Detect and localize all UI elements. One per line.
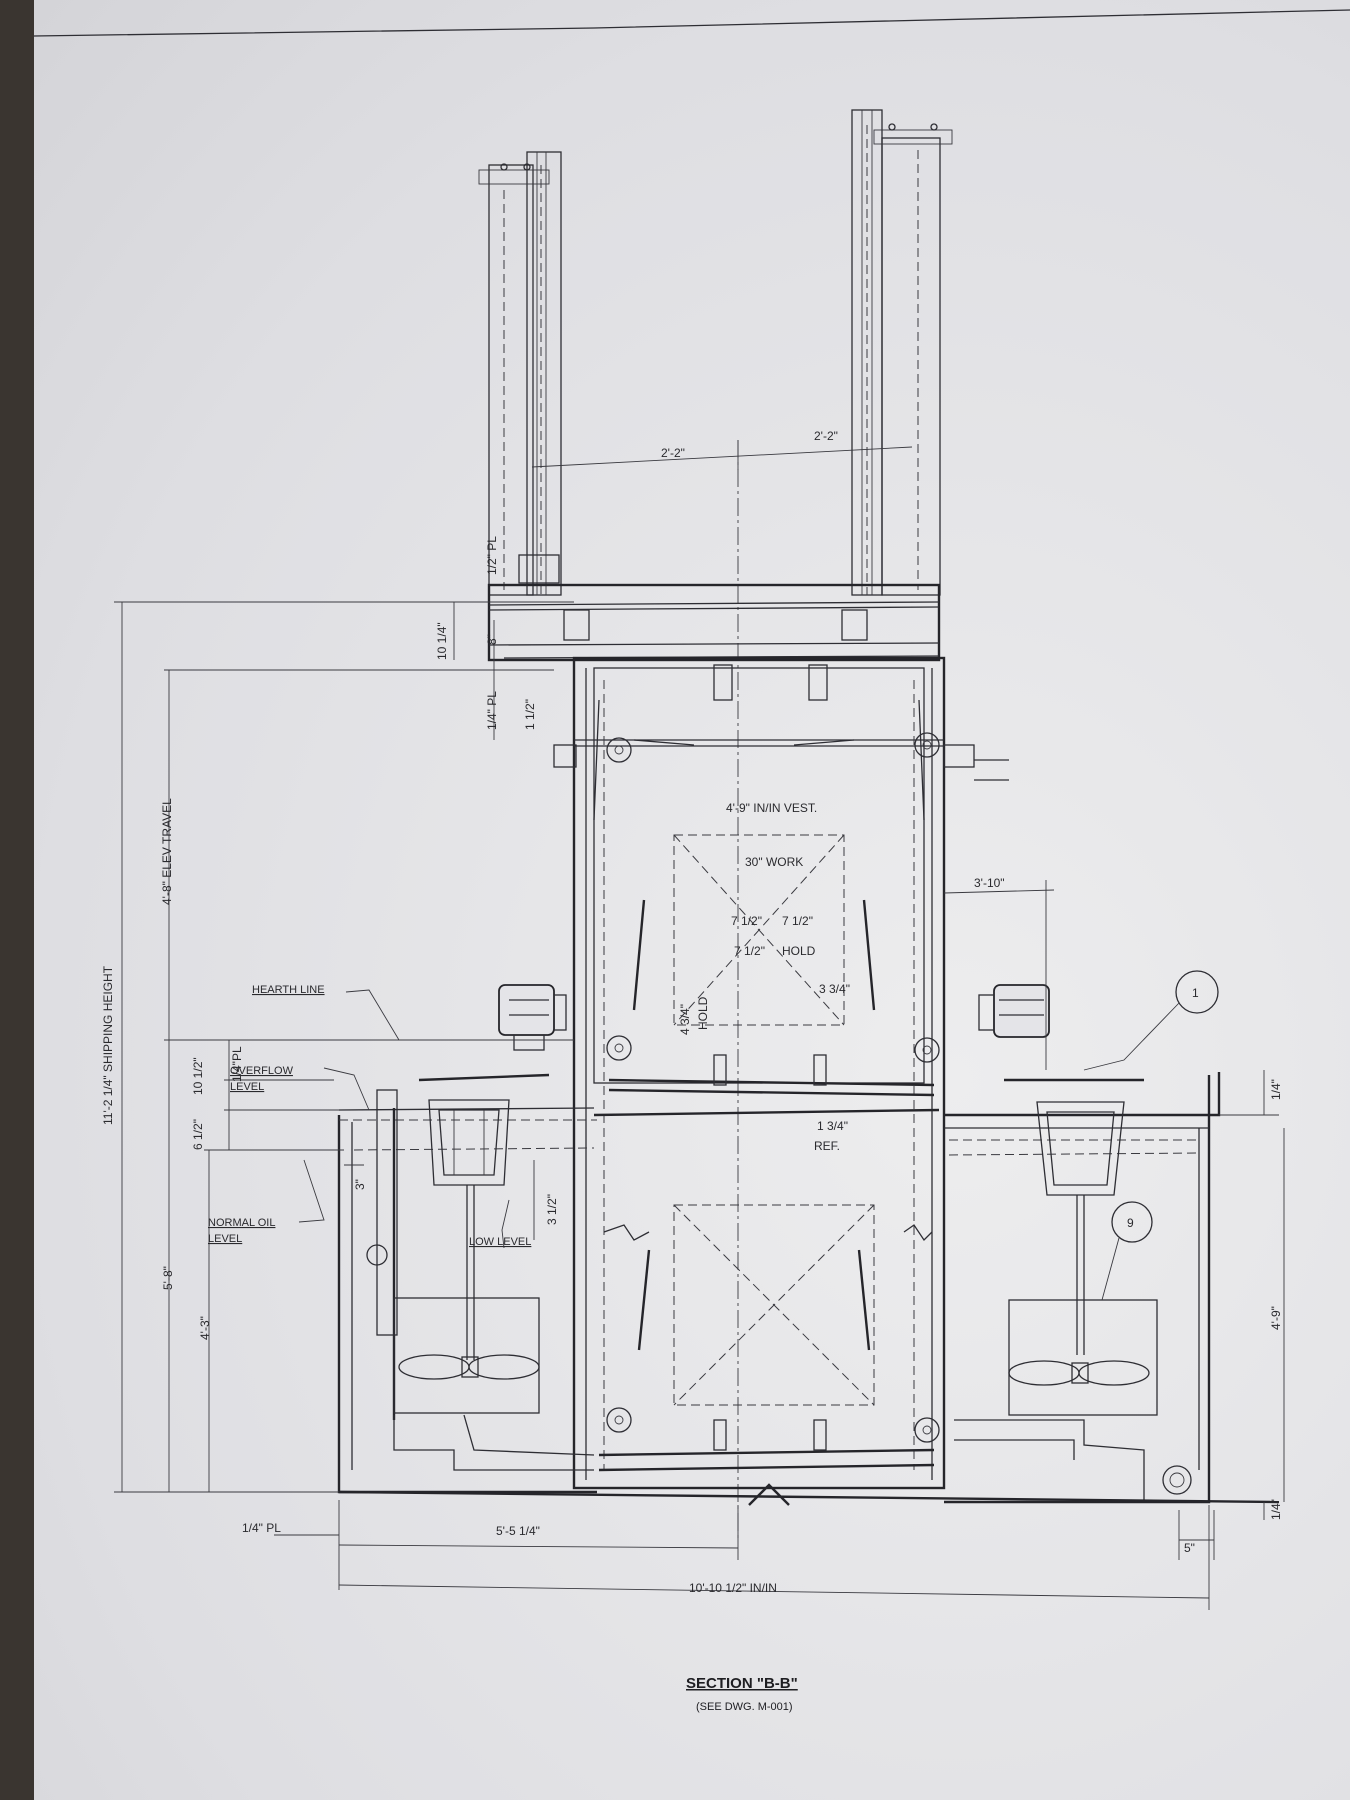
left-bracket [553, 744, 577, 768]
label-low-level: LOW LEVEL [469, 1236, 531, 1248]
furnace-shell [572, 656, 946, 1506]
hearth-line-leader [345, 989, 400, 1041]
dim-4-3q: 4 3/4" [678, 1004, 692, 1035]
dim-half-plate: 1/2" PL [485, 536, 499, 575]
label-overflow-2: LEVEL [230, 1081, 264, 1093]
dim-quarter-bottom: 1/4" [1269, 1499, 1283, 1520]
normal-oil-leader [298, 1159, 325, 1223]
right-bracket [943, 744, 975, 768]
dim-half-width: 5'-5 1/4" [496, 1524, 540, 1538]
dim-1-half: 1 1/2" [523, 699, 537, 730]
label-normal-oil-2: LEVEL [208, 1233, 242, 1245]
dim-ref: REF. [814, 1139, 840, 1153]
dim-quarter-top: 1/4" [1269, 1079, 1283, 1100]
dim-6-half: 6 1/2" [191, 1119, 205, 1150]
overflow-leader [323, 1067, 370, 1111]
label-normal-oil-1: NORMAL OIL [208, 1217, 275, 1229]
dim-hold-label: HOLD [782, 944, 816, 958]
dim-quarter-plate: 1/4" PL [485, 691, 499, 730]
crosshead [487, 554, 941, 662]
dim-hold-7-half: 7 1/2" [734, 944, 765, 958]
callout-9-number: 9 [1127, 1216, 1134, 1230]
dim-overall-width: 10'-10 1/2" IN/IN [689, 1581, 777, 1595]
bottom-dimension-lines [274, 1500, 1210, 1610]
drawing-reference: (SEE DWG. M-001) [696, 1701, 793, 1713]
dim-7-half-b: 7 1/2" [782, 914, 813, 928]
dim-3-10: 3'-10" [974, 876, 1005, 890]
dim-quarter-plate-bottom: 1/4" PL [242, 1521, 281, 1535]
dim-quarter-plate-b: 1/4"PL [230, 1046, 244, 1082]
drawing-title: SECTION "B-B" [686, 1675, 798, 1692]
dim-4-9: 4'-9" [1269, 1306, 1283, 1330]
dim-10-half: 10 1/2" [191, 1057, 205, 1095]
right-dimension-lines [1178, 1070, 1285, 1560]
label-overflow-1: OVERFLOW [230, 1065, 294, 1077]
dim-work: 30" WORK [745, 855, 803, 869]
dim-5-8: 5'-8" [161, 1266, 175, 1290]
left-column [478, 151, 562, 596]
dim-elev-travel: 4'-8" ELEV TRAVEL [160, 798, 174, 905]
dim-3-half: 3 1/2" [545, 1194, 559, 1225]
dim-1-3q: 1 3/4" [817, 1119, 848, 1133]
callout-9 [1101, 1201, 1153, 1301]
left-dimension-lines [114, 601, 574, 1493]
sheet-border [34, 9, 1350, 37]
dim-column-left: 2'-2" [661, 446, 685, 460]
section-b-b-drawing: 2'-2" 2'-2" 1/2" PL 10 1/4" 8" 1/4" PL 1… [34, 9, 1350, 1713]
left-quench-tank [337, 984, 597, 1494]
dim-5: 5" [1184, 1541, 1195, 1555]
callout-1 [1083, 970, 1219, 1071]
dim-3-3q: 3 3/4" [819, 982, 850, 996]
floor-line [338, 1490, 1280, 1504]
dim-3: 3" [353, 1179, 367, 1190]
dim-4-3: 4'-3" [198, 1316, 212, 1340]
dim-10-quarter: 10 1/4" [435, 622, 449, 660]
column-dim-line [531, 446, 913, 468]
dim-vestibule: 4'-9" IN/IN VEST. [726, 801, 817, 815]
label-hearth-line: HEARTH LINE [252, 984, 325, 996]
dim-column-right: 2'-2" [814, 429, 838, 443]
callout-1-number: 1 [1192, 986, 1199, 1000]
drawing-sheet: 2'-2" 2'-2" 1/2" PL 10 1/4" 8" 1/4" PL 1… [34, 0, 1350, 1800]
dim-shipping-height: 11'-2 1/4" SHIPPING HEIGHT [101, 965, 115, 1125]
dim-7-half-a: 7 1/2" [731, 914, 762, 928]
dim-hold-vertical: HOLD [696, 996, 710, 1030]
right-column [851, 109, 953, 596]
right-quench-tank [944, 984, 1221, 1504]
dim-8: 8" [485, 634, 499, 645]
low-level-leader [501, 1199, 510, 1249]
